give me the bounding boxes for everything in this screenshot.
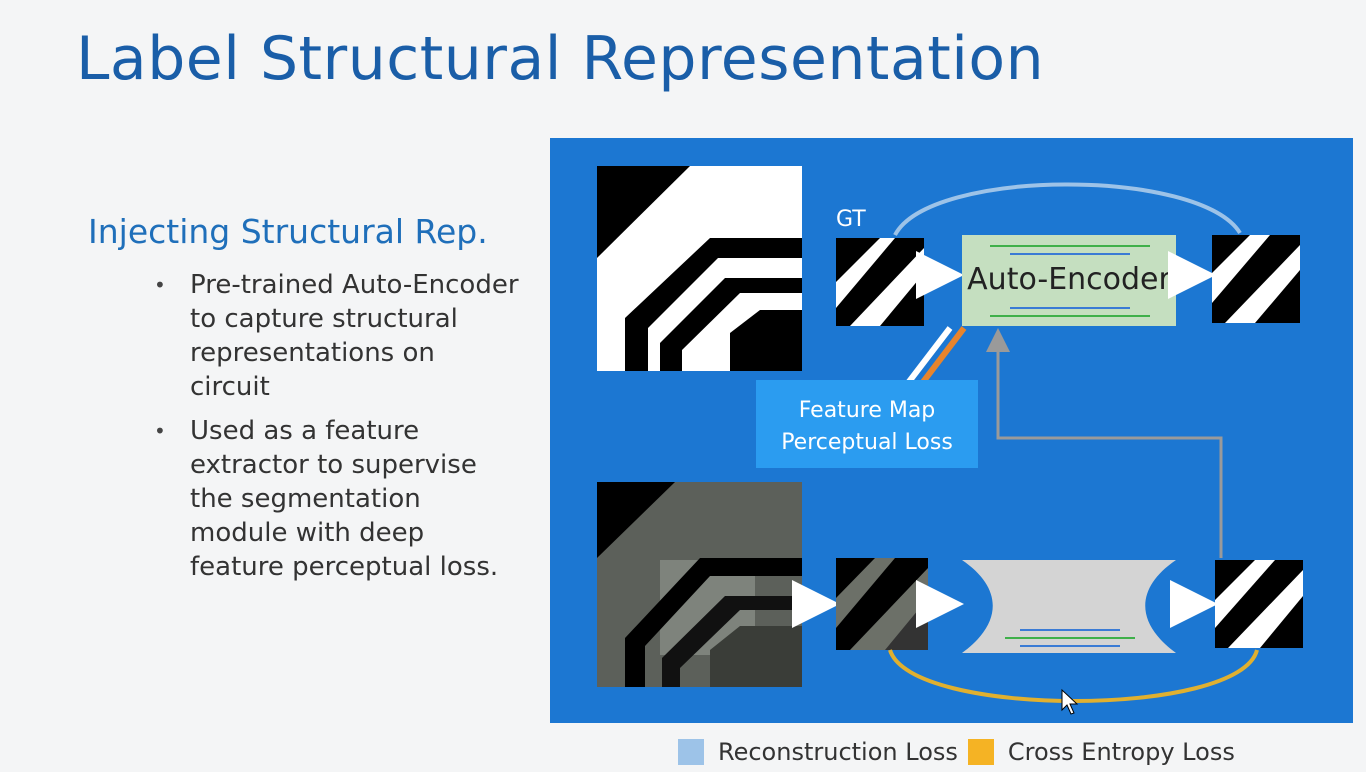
input-image-large [597,482,802,687]
gt-label: GT [836,207,866,232]
cross-entropy-arc [888,649,1259,703]
loss-link [905,326,953,385]
cursor-icon [1061,688,1079,715]
loss-link-orange [917,326,967,388]
segmentation-module [962,560,1176,653]
legend-label: Cross Entropy Loss [1007,738,1235,766]
bullet-list: Pre-trained Auto-Encoder to capture stru… [150,268,520,594]
predicted-patch [1215,560,1303,648]
loss-box-line1: Feature Map [799,398,936,423]
reconstructed-patch [1212,235,1300,323]
legend: Reconstruction Loss Cross Entropy Loss [678,734,1235,770]
perceptual-loss-box: Feature Map Perceptual Loss [756,380,978,468]
bullet-item: Used as a feature extractor to supervise… [150,414,520,584]
reconstruction-swatch [678,739,704,765]
loss-box-line2: Perceptual Loss [781,430,953,455]
autoencoder-top: Auto-Encoder [962,235,1176,326]
diagram-panel: GT Auto-Encoder [550,138,1353,723]
architecture-diagram: GT Auto-Encoder [597,166,1303,715]
section-subheading: Injecting Structural Rep. [88,212,488,251]
input-patch [836,558,928,650]
autoencoder-label: Auto-Encoder [967,262,1171,297]
cross-entropy-swatch [967,739,994,765]
legend-item: Reconstruction Loss [678,738,958,766]
gt-patch [836,238,924,326]
feedback-path [986,328,1223,558]
slide-title: Label Structural Representation [76,24,1045,94]
legend-label: Reconstruction Loss [718,738,958,766]
bullet-item: Pre-trained Auto-Encoder to capture stru… [150,268,520,404]
reconstruction-arc [893,182,1242,236]
legend-item: Cross Entropy Loss [967,738,1235,766]
label-image-large [597,166,802,371]
